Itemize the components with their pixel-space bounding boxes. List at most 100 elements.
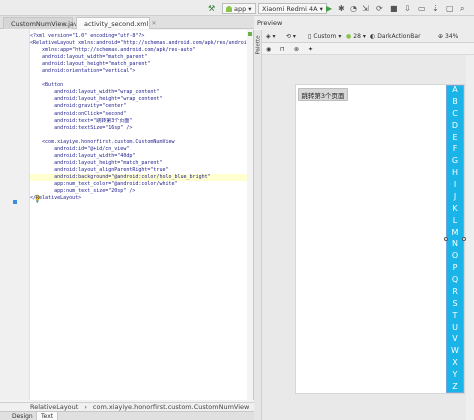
attach-debugger-icon[interactable]: ⇲	[362, 4, 369, 13]
code-line: android:textSize="16sp" />	[30, 124, 133, 131]
infer-constraints-icon[interactable]: ✦	[308, 45, 314, 53]
editor-mode-tabs: Design Text	[0, 411, 254, 420]
letter-item: R	[452, 286, 458, 296]
theme-label: DarkActionBar	[377, 32, 421, 40]
preview-header: Preview	[254, 16, 474, 29]
profile-icon[interactable]: ◔	[350, 4, 357, 13]
letter-item: D	[451, 120, 459, 130]
sync-gradle-icon[interactable]: ⇩	[404, 4, 411, 13]
line-gutter[interactable]	[0, 30, 30, 400]
chevron-down-icon: ▾	[362, 32, 366, 40]
letter-item: U	[452, 322, 458, 332]
code-line	[30, 132, 253, 139]
chevron-down-icon: ▾	[319, 4, 323, 13]
code-line: android:layout_alignParentRight="true"	[30, 166, 169, 173]
chevron-down-icon: ▾	[248, 4, 252, 13]
code-line: android:text="跳转第3个页面"	[30, 117, 133, 124]
letter-item: O	[451, 251, 459, 261]
code-line: android:layout_width="40dp"	[30, 152, 136, 159]
code-line: android:layout_height="match_parent"	[30, 61, 151, 68]
device-label: Xiaomi Redmi 4A	[262, 4, 318, 13]
code-line: android:layout_height="wrap_content"	[30, 96, 163, 103]
avd-manager-icon[interactable]: ▭	[418, 4, 426, 13]
preview-button[interactable]: 跳转第3个页面	[298, 88, 348, 101]
letter-item: F	[452, 144, 458, 154]
orientation-icon[interactable]: ⟲ ▾	[286, 32, 296, 40]
device-preset-dropdown[interactable]: ▯ Custom ▾	[308, 31, 341, 41]
editor-tabs: CustomNumView.java ✕ activity_second.xml…	[0, 16, 254, 29]
letter-item: E	[452, 132, 458, 142]
letter-item: S	[452, 298, 458, 308]
api-level-dropdown[interactable]: ● 28 ▾	[346, 31, 366, 41]
run-config-dropdown[interactable]: app ▾	[222, 3, 256, 14]
magnet-icon[interactable]: ⊓	[280, 45, 285, 53]
breadcrumb-item[interactable]: RelativeLayout	[30, 403, 79, 411]
code-line: android:orientation="vertical">	[30, 68, 136, 75]
editor-scrollbar[interactable]	[247, 30, 253, 400]
code-line: android:id="@+id/cn_view"	[30, 145, 130, 152]
zoom-in-icon: ⊕	[438, 32, 444, 40]
device-preset-label: Custom	[313, 32, 337, 40]
run-config-label: app	[234, 4, 247, 13]
theme-icon: ◐	[370, 32, 376, 40]
code-lines[interactable]: <?xml version="1.0" encoding="utf-8"?> <…	[30, 33, 253, 202]
theme-dropdown[interactable]: ◐ DarkActionBar	[370, 31, 421, 41]
code-line: <com.xiayiye.honorfirst.custom.CustomNum…	[30, 138, 175, 145]
search-icon[interactable]: ⌕	[460, 3, 465, 13]
phone-icon: ▯	[308, 32, 312, 40]
code-line: app:num_text_color="@android:color/white…	[30, 180, 178, 187]
debug-icon[interactable]: ✱	[338, 4, 345, 13]
tab-label: activity_second.xml	[84, 19, 149, 28]
run-icon[interactable]: ▶	[326, 4, 333, 13]
code-line: <RelativeLayout xmlns:android="http://sc…	[30, 40, 253, 47]
zoom-control[interactable]: ⊕ 34%	[438, 31, 458, 41]
chevron-down-icon: ▾	[338, 32, 342, 40]
tab-design[interactable]: Design	[12, 413, 33, 420]
palette-side-tab[interactable]: Palette	[254, 30, 262, 420]
tab-label: CustomNumView.java	[11, 19, 82, 28]
letter-item: N	[452, 239, 458, 249]
tab-customnumview-java[interactable]: CustomNumView.java ✕	[3, 17, 90, 29]
eye-icon[interactable]: ◉	[266, 45, 272, 53]
letter-item: Q	[451, 275, 459, 284]
clear-constraints-icon[interactable]: ⊗	[294, 45, 300, 53]
code-line-current: android:background="@android:color/holo_…	[30, 173, 253, 181]
code-line: android:layout_width="wrap_content"	[30, 89, 160, 96]
device-screen[interactable]	[296, 85, 464, 393]
design-surface-icon[interactable]: ◈ ▾	[266, 32, 276, 40]
stop-icon[interactable]: ■	[390, 4, 398, 13]
letter-item: C	[452, 108, 458, 118]
code-line: android:onClick="second"	[30, 110, 127, 117]
preview-title: Preview	[257, 18, 283, 27]
sdk-manager-icon[interactable]: ⇣	[432, 4, 439, 13]
lightbulb-icon[interactable]: 💡	[33, 195, 42, 203]
close-icon[interactable]: ✕	[151, 20, 157, 27]
letter-item: J	[453, 191, 457, 201]
resize-handle[interactable]	[462, 237, 466, 241]
android-icon	[226, 5, 232, 12]
code-line	[30, 75, 253, 82]
letter-item: V	[452, 334, 458, 344]
preview-scrollbar[interactable]	[466, 55, 474, 420]
code-line: app:num_text_size="20sp" />	[30, 188, 136, 195]
tab-text[interactable]: Text	[36, 412, 59, 420]
main-toolbar: ⚒ app ▾ Xiaomi Redmi 4A ▾ ▶ ✱ ◔ ⇲ ⟳ ■ ⇩ …	[0, 0, 474, 16]
letter-item: G	[451, 156, 459, 166]
apply-changes-icon[interactable]: ⟳	[376, 4, 383, 13]
inspection-ok-icon	[248, 32, 252, 36]
code-editor[interactable]: 💡 <?xml version="1.0" encoding="utf-8"?>…	[0, 30, 254, 400]
resize-handle[interactable]	[444, 237, 448, 241]
zoom-level: 34%	[445, 32, 459, 40]
code-line: android:gravity="center"	[30, 103, 127, 110]
breadcrumb-item[interactable]: com.xiayiye.honorfirst.custom.CustomNumV…	[92, 403, 250, 411]
device-file-icon[interactable]: ▢	[446, 4, 454, 13]
letter-item: M	[451, 227, 459, 237]
letter-item: L	[452, 215, 458, 225]
device-dropdown[interactable]: Xiaomi Redmi 4A ▾	[258, 3, 327, 14]
code-line: android:layout_width="match_parent"	[30, 54, 148, 61]
color-swatch-icon[interactable]	[13, 200, 17, 204]
tab-activity-second-xml[interactable]: activity_second.xml ✕	[76, 17, 156, 29]
build-hammer-icon[interactable]: ⚒	[208, 4, 216, 13]
